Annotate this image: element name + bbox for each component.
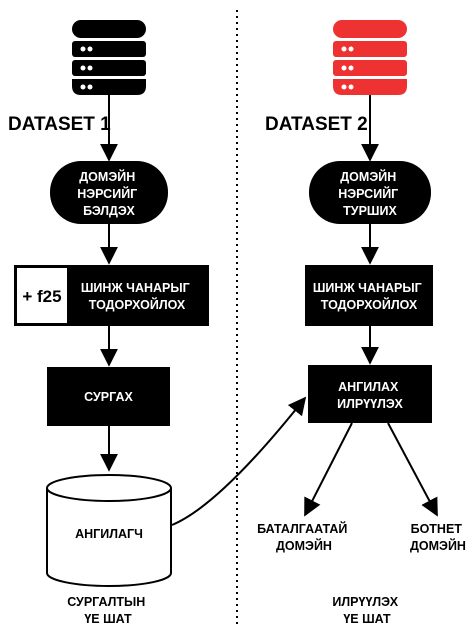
test-domains-label: ДОМЭЙН НЭРСИЙГ ТУРШИХ xyxy=(338,169,402,218)
feature-count-tag xyxy=(17,268,67,323)
train-label: СУРГАХ xyxy=(84,390,133,404)
dataset-1-label: DATASET 1 xyxy=(8,114,111,135)
classifier-cylinder xyxy=(46,474,172,587)
test-domains-box xyxy=(309,161,431,224)
train-box xyxy=(47,367,170,426)
classify-detect-box xyxy=(308,365,432,423)
prepare-domains-label: ДОМЭЙН НЭРСИЙГ БЭЛДЭХ xyxy=(77,169,141,218)
legit-domain-label: БАТАЛГААТАЙ ДОМЭЙН xyxy=(257,521,351,553)
arrow-to-legit xyxy=(304,422,353,517)
database-icon xyxy=(72,20,146,95)
classifier-label: АНГИЛАГЧ xyxy=(75,527,143,541)
classify-detect-label: АНГИЛАХ ИЛРҮҮЛЭХ xyxy=(337,380,403,411)
define-features-box-2 xyxy=(305,265,433,326)
database-icon xyxy=(333,20,407,95)
define-features-label: ШИНЖ ЧАНАРЫГ ТОДОРХОЙЛОХ xyxy=(81,281,193,312)
arrow-to-botnet xyxy=(387,422,438,517)
define-features-label-2: ШИНЖ ЧАНАРЫГ ТОДОРХОЙЛОХ xyxy=(313,281,425,312)
prepare-domains-box xyxy=(50,161,168,224)
arrow-classifier-to-classify xyxy=(171,396,307,526)
dataset-2-label: DATASET 2 xyxy=(265,114,368,135)
detection-phase-label: ИЛРҮҮЛЭХ ҮЕ ШАТ xyxy=(332,595,401,626)
botnet-domain-label: БОТНЕТ ДОМЭЙН xyxy=(410,522,466,553)
training-phase-label: СУРГАЛТЫН ҮЕ ШАТ xyxy=(67,595,149,626)
feature-count-label: + f25 xyxy=(22,287,61,306)
